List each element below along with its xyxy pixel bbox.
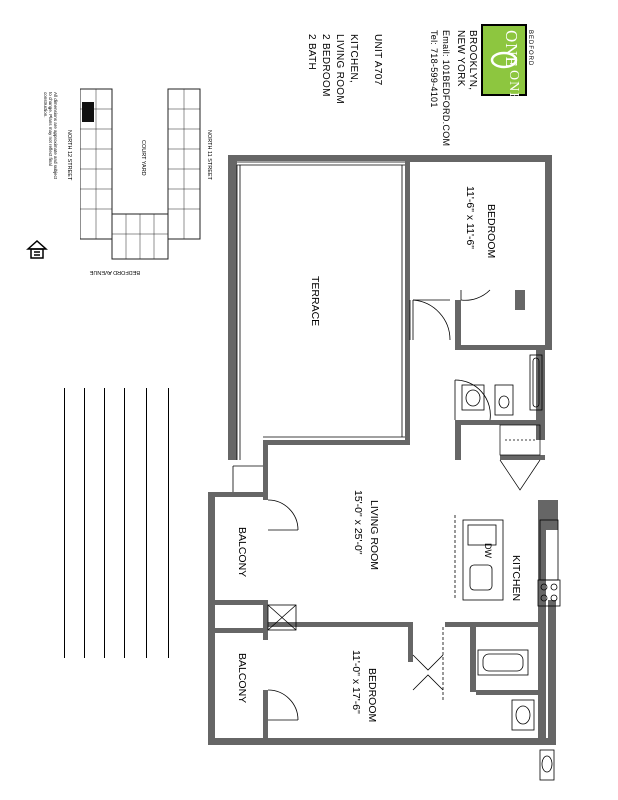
room-name-living: LIVING ROOM bbox=[368, 500, 380, 571]
room-size-bedroom-2: 11'-0" x 17'-6" bbox=[350, 650, 362, 714]
room-name-balcony-1: BALCONY bbox=[236, 527, 248, 578]
site-plan-map bbox=[80, 88, 201, 260]
room-size-bedroom-1: 11'-6" x 11'-6" bbox=[464, 186, 476, 250]
room-name-balcony-2: BALCONY bbox=[236, 653, 248, 704]
note-line bbox=[64, 388, 65, 658]
logo-ring-icon bbox=[490, 51, 518, 69]
unit-location-marker bbox=[82, 102, 94, 122]
equal-housing-icon bbox=[26, 239, 48, 259]
room-name-bedroom-1: BEDROOM bbox=[485, 204, 497, 259]
room-name-bedroom-2: BEDROOM bbox=[366, 668, 378, 723]
room-size-living: 15'-0" x 25'-0" bbox=[352, 490, 364, 555]
bath-2-fixtures bbox=[477, 649, 555, 781]
note-line bbox=[104, 388, 105, 658]
note-line bbox=[124, 388, 125, 658]
walls bbox=[208, 155, 558, 745]
bath-1-fixtures bbox=[461, 354, 543, 416]
room-name-kitchen: KITCHEN bbox=[510, 555, 522, 602]
logo: ONE ONE bbox=[481, 24, 527, 102]
dishwasher-label: DW bbox=[483, 543, 493, 558]
kitchen-counter bbox=[454, 515, 561, 607]
note-line bbox=[84, 388, 85, 658]
closet bbox=[499, 424, 541, 491]
room-name-terrace: TERRACE bbox=[309, 276, 321, 327]
note-line bbox=[168, 388, 169, 658]
note-line bbox=[146, 388, 147, 658]
